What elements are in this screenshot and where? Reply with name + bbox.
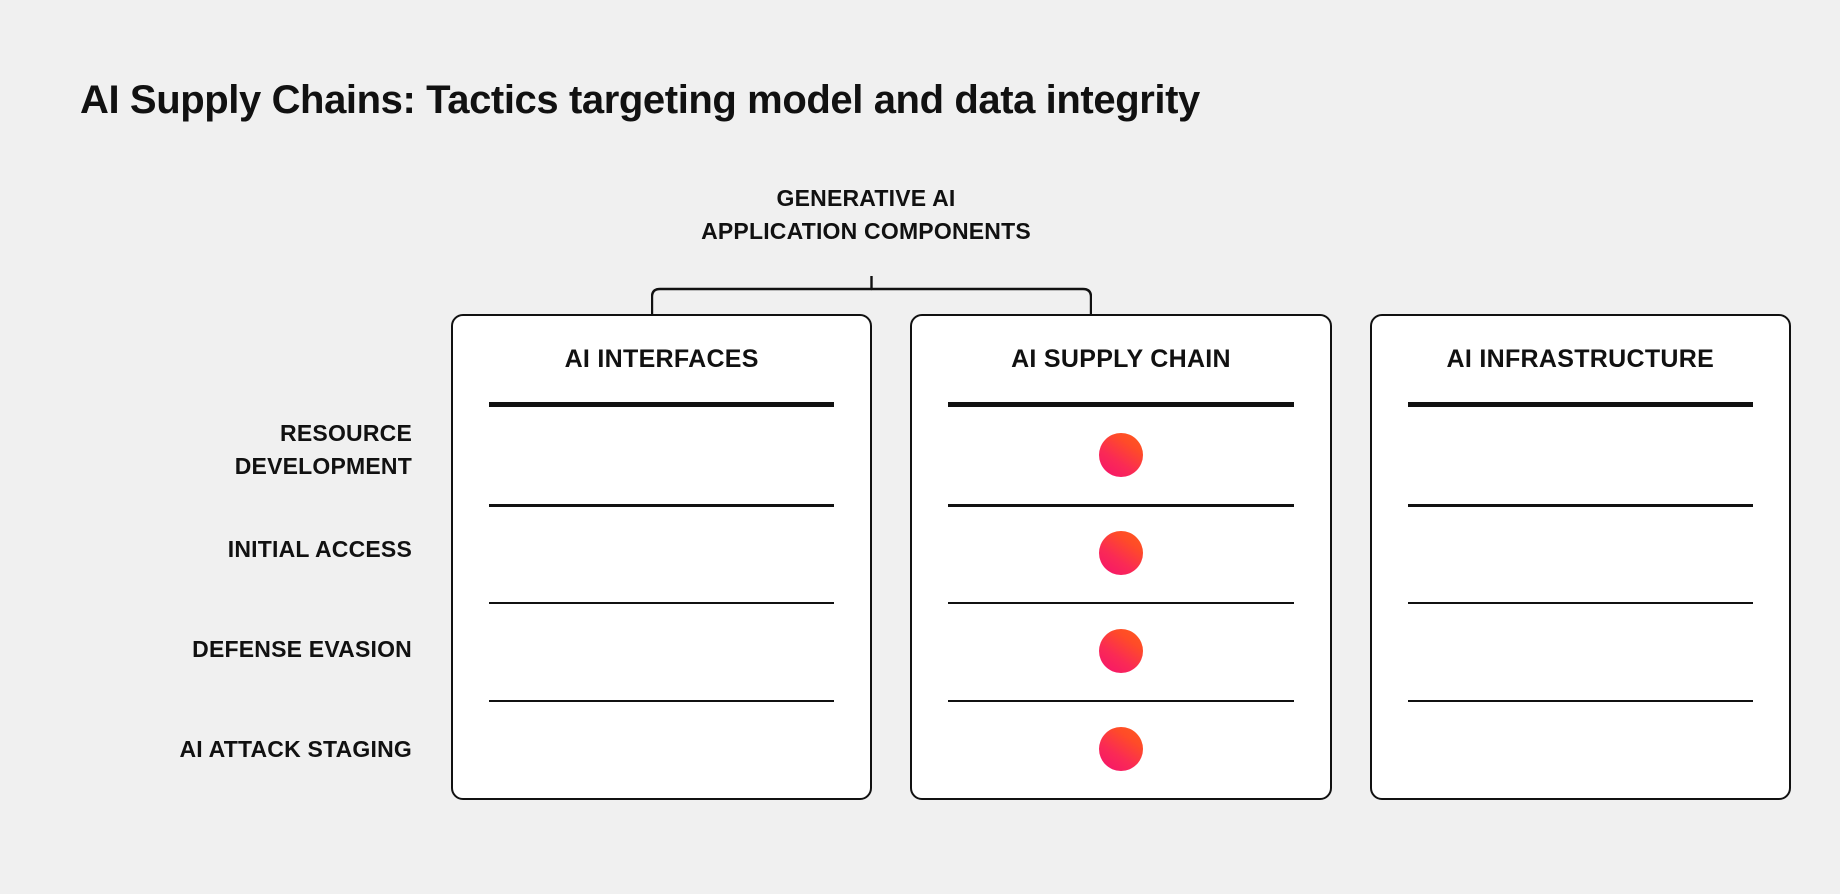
cell-ai-interfaces-defense-evasion[interactable]	[489, 602, 835, 700]
column-title-rule	[1407, 402, 1753, 407]
bracket-svg	[651, 276, 1092, 320]
marker-dot	[1098, 629, 1143, 674]
marker-dot	[1098, 433, 1143, 478]
column-title-rule	[489, 402, 835, 407]
cell-ai-infrastructure-initial-access[interactable]	[1407, 504, 1754, 602]
column-card-group: AI INTERFACES AI SUPPLY CHAIN	[451, 314, 1791, 800]
column-title-ai-supply-chain: AI SUPPLY CHAIN	[1011, 344, 1231, 373]
marker-dot	[1098, 727, 1143, 772]
cell-ai-supply-chain-resource-development[interactable]	[948, 407, 1293, 505]
cell-ai-interfaces-initial-access[interactable]	[489, 504, 835, 602]
column-card-ai-infrastructure[interactable]: AI INFRASTRUCTURE	[1369, 314, 1791, 800]
group-label-line-1: GENERATIVE AI	[776, 185, 956, 211]
cell-ai-infrastructure-resource-development[interactable]	[1408, 407, 1753, 505]
row-label-ai-attack-staging: AI ATTACK STAGING	[179, 736, 412, 763]
row-label-list: RESOURCE DEVELOPMENT INITIAL ACCESS DEFE…	[60, 400, 412, 800]
page-title: AI Supply Chains: Tactics targeting mode…	[80, 78, 1200, 122]
cell-ai-supply-chain-ai-attack-staging[interactable]	[948, 700, 1294, 798]
column-rows-ai-infrastructure	[1407, 407, 1754, 799]
group-label-line-2: APPLICATION COMPONENTS	[701, 217, 1031, 244]
cell-ai-supply-chain-initial-access[interactable]	[948, 504, 1294, 602]
column-card-ai-interfaces[interactable]: AI INTERFACES	[451, 314, 873, 800]
generative-ai-group-label: GENERATIVE AI APPLICATION COMPONENTS	[556, 182, 1176, 247]
column-title-ai-infrastructure: AI INFRASTRUCTURE	[1446, 344, 1715, 373]
column-rows-ai-interfaces	[489, 407, 835, 799]
cell-ai-infrastructure-ai-attack-staging[interactable]	[1407, 700, 1754, 798]
group-bracket-icon	[651, 276, 1092, 320]
row-label-defense-evasion: DEFENSE EVASION	[192, 636, 412, 663]
cell-ai-interfaces-resource-development[interactable]	[489, 407, 834, 505]
cell-ai-infrastructure-defense-evasion[interactable]	[1407, 602, 1754, 700]
column-title-ai-interfaces: AI INTERFACES	[564, 344, 759, 373]
column-card-ai-supply-chain[interactable]: AI SUPPLY CHAIN	[910, 314, 1332, 800]
column-title-rule	[948, 402, 1294, 407]
row-label-initial-access: INITIAL ACCESS	[227, 536, 412, 563]
cell-ai-supply-chain-defense-evasion[interactable]	[948, 602, 1294, 700]
column-rows-ai-supply-chain	[948, 407, 1294, 799]
cell-ai-interfaces-ai-attack-staging[interactable]	[489, 700, 835, 798]
row-label-resource-development: RESOURCE DEVELOPMENT	[234, 419, 412, 479]
marker-dot	[1098, 531, 1143, 576]
